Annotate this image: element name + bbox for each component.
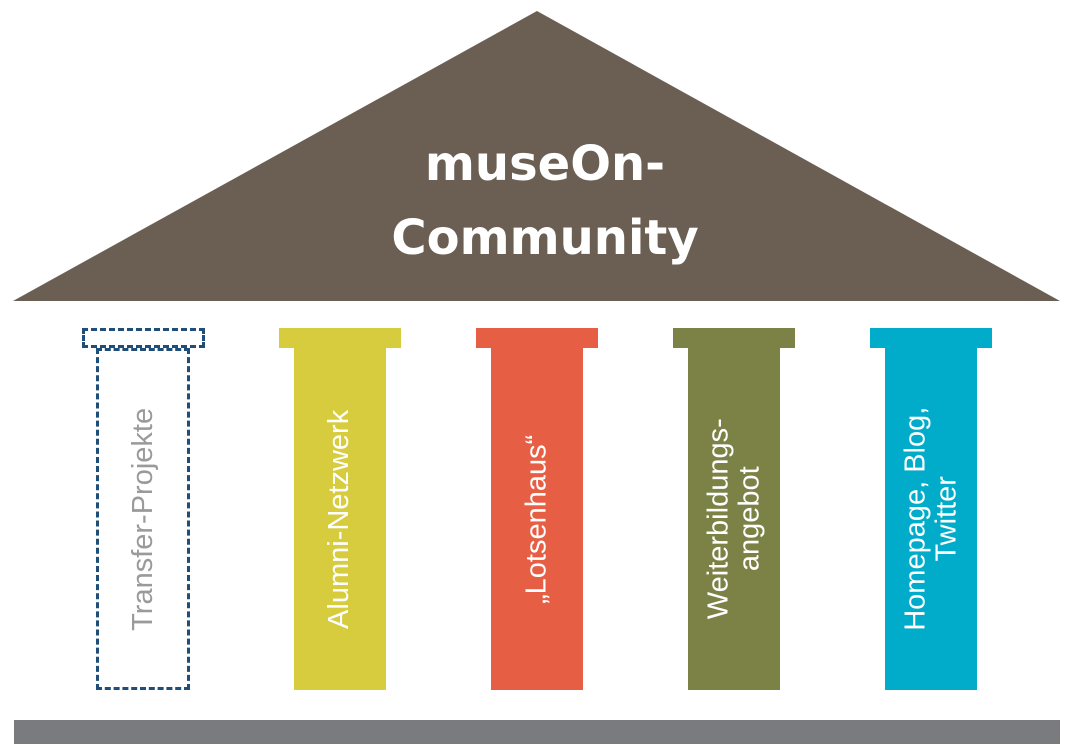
pillar-lotsenhaus-cap <box>476 328 598 348</box>
pillar-transfer-projekte <box>96 348 190 690</box>
pillar-lotsenhaus-label-wrap: „Lotsenhaus“ <box>491 348 583 690</box>
pillar-alumni-netzwerk-label-wrap: Alumni-Netzwerk <box>294 348 386 690</box>
pillar-weiterbildungsangebot-label-wrap: Weiterbildungs- angebot <box>688 348 780 690</box>
pillar-homepage-blog-twitter-label: Homepage, Blog, Twitter <box>899 406 962 632</box>
pillar-lotsenhaus <box>491 348 583 690</box>
pillar-lotsenhaus-label: „Lotsenhaus“ <box>520 434 553 604</box>
roof-triangle <box>13 11 1060 301</box>
pillar-weiterbildungsangebot <box>688 348 780 690</box>
pillar-homepage-blog-twitter <box>885 348 977 690</box>
roof-title-line2: Community <box>391 210 699 266</box>
foundation-base <box>14 720 1060 744</box>
pillar-alumni-netzwerk-cap <box>279 328 401 348</box>
pillar-transfer-projekte-label: Transfer-Projekte <box>126 407 159 631</box>
pillar-transfer-projekte-cap <box>82 328 205 348</box>
roof-title-line1: museOn- <box>424 136 666 192</box>
pillar-transfer-projekte-label-wrap: Transfer-Projekte <box>96 348 190 690</box>
pillar-homepage-blog-twitter-cap <box>870 328 992 348</box>
pillar-alumni-netzwerk-label: Alumni-Netzwerk <box>323 409 356 629</box>
pillar-weiterbildungsangebot-cap <box>673 328 795 348</box>
pillar-alumni-netzwerk <box>294 348 386 690</box>
pillar-weiterbildungsangebot-label: Weiterbildungs- angebot <box>702 418 766 620</box>
pillar-homepage-blog-twitter-label-wrap: Homepage, Blog, Twitter <box>885 348 977 690</box>
